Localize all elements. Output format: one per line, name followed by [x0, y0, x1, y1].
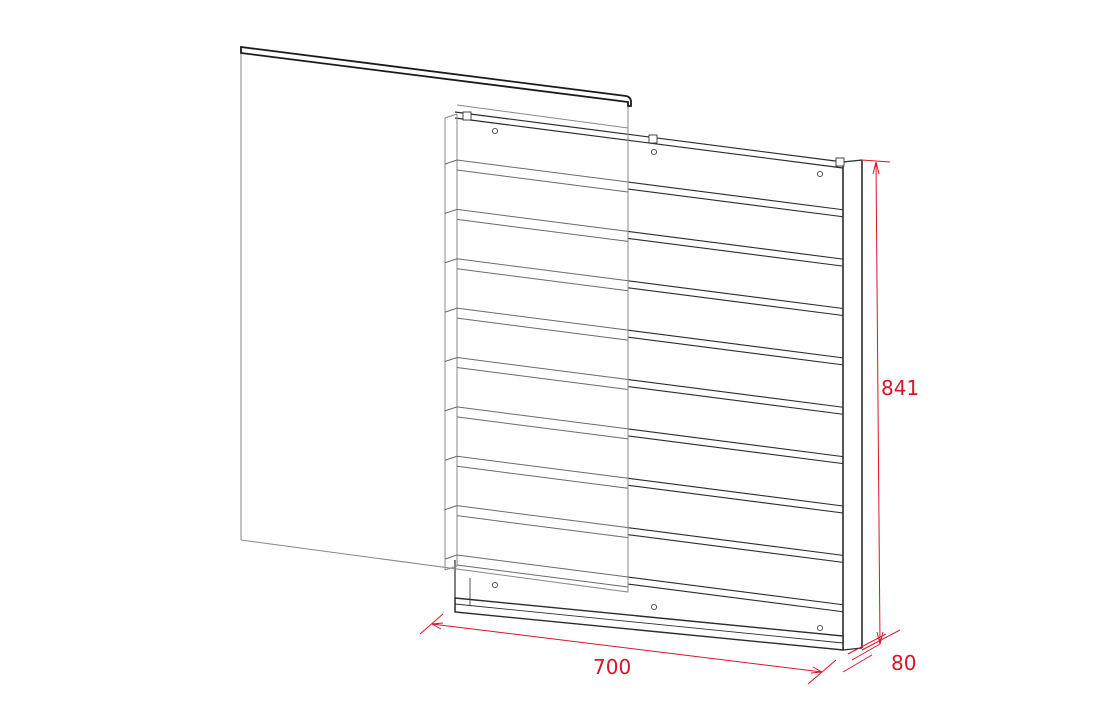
acrylic-shelf-edge — [456, 159, 629, 183]
acrylic-shelf-lip — [444, 554, 458, 560]
back-shelf-edge — [627, 181, 844, 211]
back-shelf-edge — [627, 428, 844, 458]
acrylic-shelf-lip — [444, 505, 458, 511]
height-dimension-label: 841 — [881, 376, 919, 400]
back-shelf-edge — [627, 378, 844, 408]
acrylic-shelf-lip — [444, 208, 458, 214]
back-shelf-edge — [627, 385, 844, 415]
acrylic-shelf-edge — [456, 357, 629, 381]
back-shelf-edge — [627, 230, 844, 260]
dimension-lines — [419, 159, 901, 685]
acrylic-shelf-edge — [456, 307, 629, 331]
back-shelf-edge — [627, 188, 844, 218]
acrylic-shelf-edge — [456, 317, 629, 341]
pegs — [462, 111, 845, 167]
acrylic-shelf-edge — [456, 208, 629, 232]
back-shelf-edge — [627, 336, 844, 366]
depth-dimension-label: 80 — [891, 651, 916, 675]
back-shelf-edge — [627, 583, 844, 613]
acrylic-inner-frame — [444, 104, 629, 571]
dimension-labels: 841 700 80 — [593, 376, 919, 679]
acrylic-shelf-lip — [444, 406, 458, 412]
acrylic-shelf-edge — [456, 406, 629, 430]
back-shelf-edge — [627, 534, 844, 563]
acrylic-shelf-lip — [444, 455, 458, 461]
cabinet-body — [454, 111, 863, 651]
acrylic-shelf-edge — [456, 465, 629, 489]
back-shelves — [627, 181, 844, 613]
acrylic-shelf-edge — [456, 169, 629, 193]
cabinet-base — [454, 597, 844, 651]
back-shelf-edge — [627, 329, 844, 359]
acrylic-shelf-edge — [456, 218, 629, 242]
screws — [491, 127, 824, 632]
width-dimension-label: 700 — [593, 655, 631, 679]
back-shelf-edge — [627, 484, 844, 514]
door-top-rail — [240, 45, 632, 107]
acrylic-shelf-edge — [456, 455, 629, 479]
acrylic-shelf-edge — [456, 258, 629, 282]
acrylic-shelf-edge — [456, 268, 629, 292]
acrylic-shelf-lip — [444, 357, 458, 362]
acrylic-shelf-lip — [444, 159, 458, 165]
acrylic-shelf-lip — [444, 258, 458, 264]
glass-door — [240, 45, 632, 593]
back-shelf-edge — [627, 435, 844, 465]
acrylic-shelf-edge — [456, 554, 629, 578]
acrylic-shelf-edge — [456, 367, 629, 391]
back-shelf-edge — [627, 477, 844, 507]
back-shelf-edge — [627, 576, 844, 606]
acrylic-shelf-edge — [456, 564, 629, 588]
acrylic-shelves — [444, 159, 629, 588]
back-shelf-edge — [627, 280, 844, 310]
back-shelf-edge — [627, 287, 844, 317]
acrylic-shelf-edge — [456, 515, 629, 539]
acrylic-shelf-lip — [444, 307, 458, 313]
back-shelf-edge — [627, 527, 844, 556]
acrylic-shelf-edge — [456, 505, 629, 529]
acrylic-shelf-edge — [456, 416, 629, 440]
back-shelf-edge — [627, 237, 844, 267]
